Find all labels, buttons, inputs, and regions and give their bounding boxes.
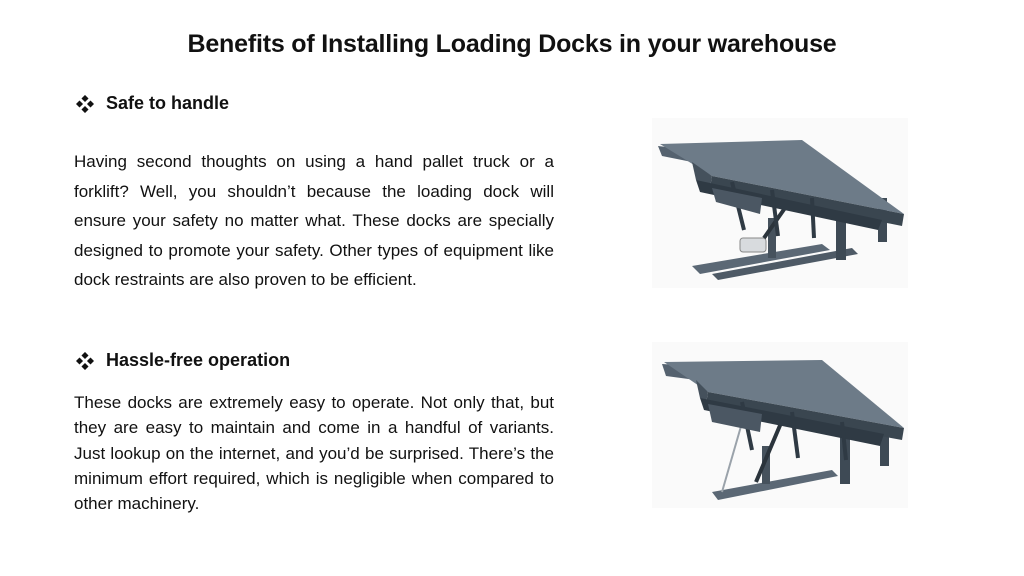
section-heading-label: Hassle-free operation xyxy=(106,350,291,370)
section-body-hassle-free: These docks are extremely easy to operat… xyxy=(74,393,554,514)
section-heading-safe: Safe to handle xyxy=(76,93,229,114)
diamond-bullet-icon xyxy=(76,351,94,370)
section-body-safe: Having second thoughts on using a hand p… xyxy=(74,152,554,289)
page-title: Benefits of Installing Loading Docks in … xyxy=(187,30,837,58)
diamond-bullet-icon xyxy=(76,94,94,113)
dock-leveler-image xyxy=(652,118,908,288)
section-heading-hassle-free: Hassle-free operation xyxy=(76,350,290,371)
dock-leveler-image xyxy=(652,342,908,508)
section-heading-label: Safe to handle xyxy=(106,93,230,113)
